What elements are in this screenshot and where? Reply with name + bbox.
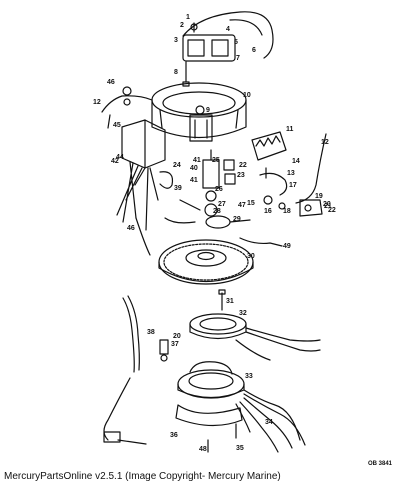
part-label-41: 41 (190, 177, 198, 184)
part-label-2: 2 (180, 22, 184, 29)
part-label-5: 5 (234, 39, 238, 46)
part-label-50: 50 (0, 0, 8, 2)
part-label-37: 37 (171, 341, 179, 348)
lead-50 (239, 237, 283, 247)
image-caption: MercuryPartsOnline v2.5.1 (Image Copyrig… (4, 471, 281, 482)
wire-harness-35 (235, 389, 306, 453)
part-label-10: 10 (243, 92, 251, 99)
part-label-6: 6 (252, 47, 256, 54)
coil-30 (164, 215, 251, 229)
part-label-17: 17 (289, 182, 297, 189)
stator-33 (189, 313, 321, 361)
part-label-48: 48 (199, 446, 207, 453)
rectifier-11 (251, 131, 287, 161)
part-label-33: 33 (245, 373, 253, 380)
part-label-21: 21 (324, 203, 332, 210)
part-label-22: 22 (328, 207, 336, 214)
bolt-8 (182, 61, 190, 87)
flywheel-31 (158, 239, 254, 285)
part-label-23: 23 (237, 172, 245, 179)
trigger-plate-34 (177, 361, 245, 399)
part-label-16: 16 (264, 208, 272, 215)
bracket-37 (175, 404, 243, 453)
part-label-25: 25 (212, 157, 220, 164)
part-label-9: 9 (206, 107, 210, 114)
part-label-32: 32 (239, 310, 247, 317)
part-label-36: 36 (170, 432, 178, 439)
part-label-15: 15 (247, 200, 255, 207)
part-label-12: 12 (93, 99, 101, 106)
part-label-28: 28 (213, 208, 221, 215)
part-label-26: 26 (215, 186, 223, 193)
part-label-45: 45 (113, 122, 121, 129)
part-label-20: 20 (173, 333, 181, 340)
part-label-46: 46 (107, 79, 115, 86)
part-label-30: 30 (247, 253, 255, 260)
trigger-assembly (179, 149, 236, 217)
part-label-7: 7 (236, 55, 240, 62)
part-label-12: 12 (321, 139, 329, 146)
part-label-29: 29 (233, 216, 241, 223)
part-label-41: 41 (193, 157, 201, 164)
switch-box-46 (116, 119, 174, 256)
part-label-40: 40 (190, 165, 198, 172)
part-label-14: 14 (292, 158, 300, 165)
part-label-3: 3 (174, 37, 178, 44)
part-label-39: 39 (174, 185, 182, 192)
part-label-24: 24 (173, 162, 181, 169)
drawing-code: OB 3841 (367, 461, 392, 467)
part-label-8: 8 (174, 69, 178, 76)
part-label-38: 38 (147, 329, 155, 336)
part-number-labels: 1234567891011121213141516171819202021222… (0, 0, 336, 453)
stator-ring-assembly (151, 82, 247, 142)
part-label-13: 13 (287, 170, 295, 177)
wire-12-left (101, 86, 153, 129)
screw-32 (218, 289, 226, 311)
part-label-27: 27 (218, 201, 226, 208)
part-label-20: 20 (323, 201, 331, 208)
part-label-35: 35 (236, 445, 244, 452)
part-label-46: 46 (127, 225, 135, 232)
lower-left-cable (103, 377, 147, 445)
part-label-22: 22 (239, 162, 247, 169)
bracket-wire-39 (122, 295, 169, 373)
part-label-11: 11 (286, 126, 294, 133)
part-label-18: 18 (283, 208, 291, 215)
part-label-1: 1 (186, 14, 190, 21)
part-label-44: 44 (116, 154, 124, 161)
switch-box-assembly (182, 11, 274, 62)
part-label-49: 49 (283, 243, 291, 250)
part-label-34: 34 (265, 419, 273, 426)
part-label-19: 19 (315, 193, 323, 200)
part-label-42: 42 (111, 158, 119, 165)
part-label-4: 4 (226, 26, 230, 33)
part-label-31: 31 (226, 298, 234, 305)
right-small-parts (259, 167, 323, 217)
part-label-47: 47 (238, 202, 246, 209)
